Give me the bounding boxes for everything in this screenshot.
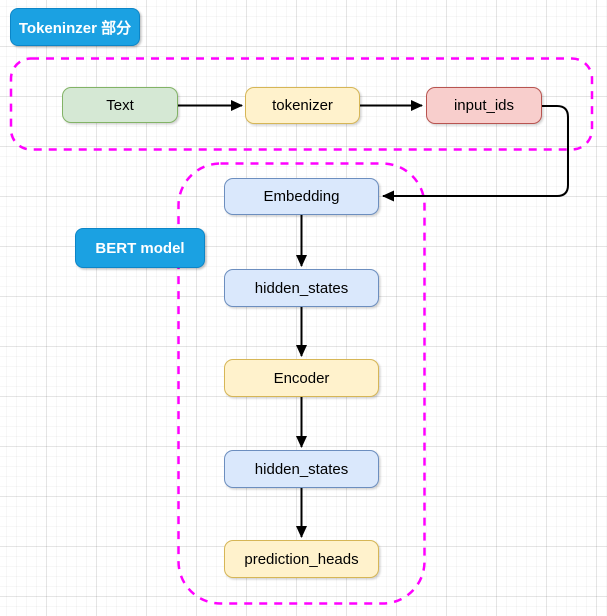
node-prediction-heads[interactable]: prediction_heads bbox=[224, 540, 379, 578]
node-hidden-states-2-label: hidden_states bbox=[254, 460, 349, 478]
node-tokenizer-label: tokenizer bbox=[272, 97, 333, 114]
node-hidden-states-1[interactable]: hidden_states bbox=[224, 269, 379, 307]
tokenizer-section-badge[interactable]: Tokeninzer 部分 bbox=[10, 8, 140, 46]
node-hidden-states-2[interactable]: hidden_states bbox=[224, 450, 379, 488]
node-prediction-heads-label: prediction_heads bbox=[244, 550, 359, 568]
node-text-label: Text bbox=[106, 96, 134, 114]
bert-model-badge[interactable]: BERT model bbox=[75, 228, 205, 268]
node-embedding[interactable]: Embedding bbox=[224, 178, 379, 215]
tokenizer-group-outline[interactable] bbox=[9, 57, 594, 151]
edge-inputids-to-embedding[interactable] bbox=[382, 105, 569, 202]
node-hidden-states-1-label: hidden_states bbox=[254, 279, 349, 297]
node-tokenizer[interactable]: tokenizer bbox=[245, 87, 360, 124]
node-input-ids[interactable]: input_ids bbox=[426, 87, 542, 124]
node-input-ids-label: input_ids bbox=[453, 97, 515, 114]
node-text[interactable]: Text bbox=[62, 87, 178, 123]
bert-group-outline[interactable] bbox=[177, 162, 426, 605]
node-embedding-label: Embedding bbox=[263, 188, 340, 205]
node-encoder-label: Encoder bbox=[273, 369, 330, 387]
tokenizer-section-badge-label: Tokeninzer 部分 bbox=[18, 19, 132, 37]
bert-model-badge-label: BERT model bbox=[95, 239, 185, 257]
node-encoder[interactable]: Encoder bbox=[224, 359, 379, 397]
